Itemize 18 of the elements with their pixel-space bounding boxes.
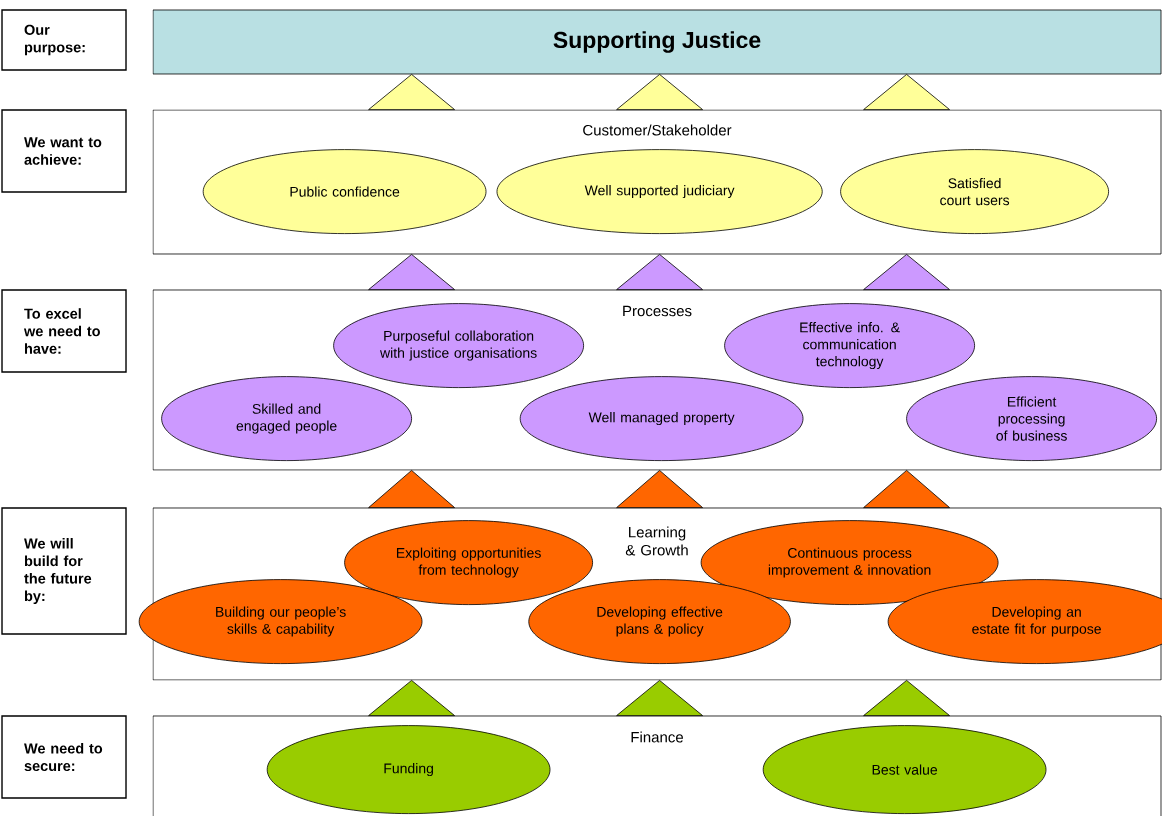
arrow-triangle — [368, 254, 455, 290]
label-box: To excel we need to have: — [1, 289, 127, 373]
arrow-triangle — [863, 74, 950, 110]
arrow-triangle — [368, 74, 455, 110]
arrow-triangle — [863, 254, 950, 290]
arrow-triangle — [863, 680, 950, 716]
arrow-triangle — [616, 470, 703, 508]
arrow-triangle — [368, 680, 455, 716]
label-box: We need to secure: — [1, 715, 127, 799]
arrow-triangle — [368, 470, 455, 508]
title-band: Supporting Justice — [152, 9, 1162, 75]
label-box: Our purpose: — [1, 9, 127, 71]
arrow-triangle — [616, 680, 703, 716]
arrow-triangle — [616, 74, 703, 110]
label-box: We will build for the future by: — [1, 507, 127, 635]
arrow-triangle — [863, 470, 950, 508]
arrow-triangle — [616, 254, 703, 290]
label-box: We want to achieve: — [1, 109, 127, 193]
